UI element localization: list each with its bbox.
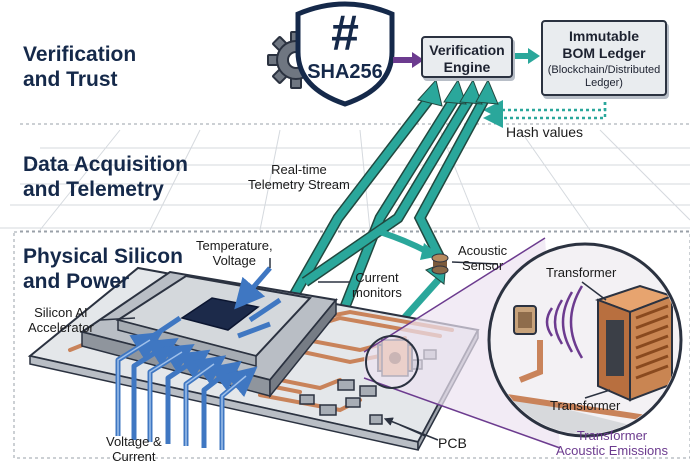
layer-title-physical: Physical Silicon and Power — [23, 245, 183, 293]
acoustic-sensor-icon — [431, 253, 449, 275]
hash-value-arrows — [483, 96, 607, 128]
shield-hash-symbol: # — [331, 5, 359, 61]
shield-icon — [295, 1, 395, 107]
label-temperature-voltage: Temperature, Voltage — [196, 238, 273, 268]
label-current-monitors: Current monitors — [352, 270, 402, 300]
label-silicon-accelerator: Silicon AI Accelerator — [28, 305, 94, 335]
label-transformer-bottom: Transformer — [550, 398, 621, 413]
voltage-current-arrows-light — [117, 339, 247, 450]
label-acoustic-sensor: Acoustic Sensor — [458, 243, 508, 273]
physical-layer-frame — [13, 231, 690, 459]
verification-engine-label: Verification Engine — [429, 42, 505, 75]
label-hash-values: Hash values — [506, 124, 584, 140]
bom-ledger-subtitle: (Blockchain/Distributed Ledger) — [547, 64, 661, 89]
temperature-arrow — [234, 266, 272, 310]
layer-title-data-acquisition: Data Acquisition and Telemetry — [23, 153, 188, 201]
label-acoustic-emissions: Transformer Acoustic Emissions — [556, 428, 668, 458]
shield-label: SHA256 — [307, 61, 383, 83]
layer-title-verification: Verification and Trust — [23, 43, 137, 91]
bom-ledger-title: Immutable BOM Ledger — [562, 28, 646, 61]
bom-ledger-box: Immutable BOM Ledger (Blockchain/Distrib… — [541, 20, 667, 96]
zoomed-transformer-icon — [595, 284, 676, 402]
label-transformer-top: Transformer — [546, 265, 617, 280]
arrow-to-acoustic-sensor — [379, 229, 430, 255]
label-telemetry-stream: Real-time Telemetry Stream — [248, 162, 350, 192]
sound-waves-icon — [545, 285, 584, 359]
verification-engine-box: Verification Engine — [421, 36, 513, 78]
pcb-pointer-arrow — [383, 417, 439, 441]
zoom-source-ring — [365, 335, 419, 389]
label-pcb: PCB — [438, 435, 467, 451]
